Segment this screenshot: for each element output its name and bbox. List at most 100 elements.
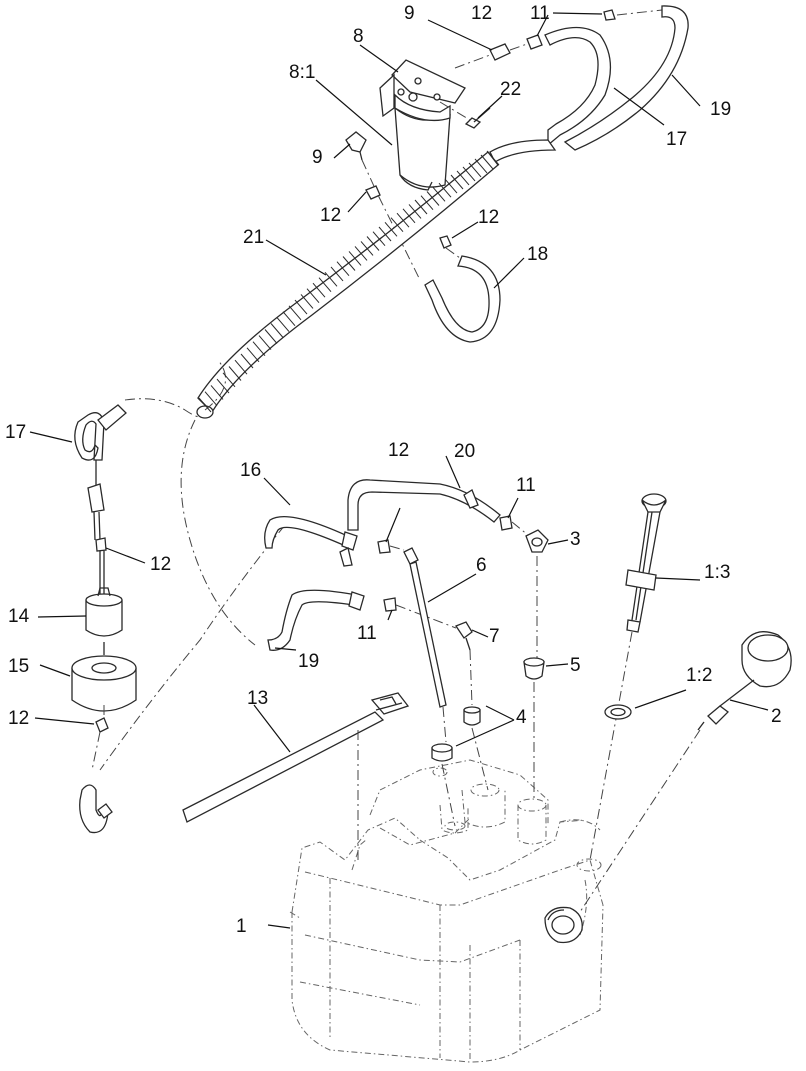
leader-lines	[29, 12, 769, 929]
fuel-cap-2	[579, 631, 792, 913]
conduit-rib	[366, 236, 380, 251]
conduit-ribs	[198, 150, 500, 413]
conduit-rib	[258, 335, 272, 350]
conduit-rib	[222, 372, 236, 388]
fuel-pump-assembly	[71, 460, 137, 834]
callout-13: 13	[247, 688, 268, 709]
callout-9-upper: 9	[404, 3, 415, 24]
grommet-1-2	[604, 704, 632, 720]
conduit-rib	[450, 174, 464, 190]
fuel-hose-18	[424, 235, 501, 343]
callout-1-2: 1:2	[686, 665, 712, 686]
conduit-21	[196, 151, 499, 419]
conduit-rib	[486, 150, 500, 166]
conduit-rib	[384, 221, 398, 237]
conduit-rib	[420, 195, 434, 211]
callout-12-filter: 12	[320, 205, 341, 226]
callout-22: 22	[500, 79, 521, 100]
fuel-hose-16-20	[264, 479, 501, 567]
callout-12-hose16: 12	[388, 440, 409, 461]
conduit-rib	[198, 397, 212, 413]
fuel-pickup-tube-6	[403, 547, 447, 743]
conduit-rib	[300, 294, 314, 309]
callout-15: 15	[8, 656, 29, 677]
conduit-rib	[378, 226, 392, 242]
callout-labels: 1 1:2 1:3 2 3 4 5 6 7 8 8:1 9 9 11 11 11…	[5, 3, 782, 937]
elbow-fitting-7	[455, 621, 473, 706]
callout-18: 18	[527, 244, 548, 265]
conduit-rib	[318, 277, 332, 293]
callout-12-bottom: 12	[8, 708, 29, 729]
conduit-rib	[432, 186, 446, 202]
conduit-rib	[240, 353, 254, 369]
callout-1-3: 1:3	[704, 562, 730, 583]
conduit-rib	[372, 231, 386, 247]
fitting-3	[525, 529, 549, 660]
conduit-rib	[264, 329, 278, 344]
conduit-rib	[282, 311, 296, 327]
conduit-rib	[438, 182, 452, 198]
conduit-rib	[246, 347, 260, 363]
tank-strap	[182, 692, 410, 860]
conduit-rib	[426, 191, 440, 206]
callout-1: 1	[236, 916, 247, 937]
conduit-rib	[294, 299, 308, 315]
callout-3: 3	[570, 529, 581, 550]
conduit-rib	[348, 251, 362, 266]
conduit-rib	[474, 158, 488, 174]
conduit-rib	[414, 199, 428, 215]
callout-12-pump: 12	[150, 554, 171, 575]
conduit-rib	[270, 323, 284, 338]
conduit-rib	[402, 208, 416, 224]
conduit-rib	[342, 256, 356, 271]
callout-2: 2	[771, 706, 782, 727]
callout-16: 16	[240, 460, 261, 481]
callout-17-left: 17	[5, 422, 26, 443]
conduit-rib	[228, 366, 242, 381]
fuel-filter-assembly	[379, 59, 466, 191]
callout-12-top: 12	[471, 3, 492, 24]
callout-8: 8	[353, 26, 364, 47]
fuel-gauge-1-3	[589, 493, 667, 861]
conduit-rib	[480, 154, 494, 170]
conduit-rib	[456, 170, 470, 186]
callout-11-hose19: 11	[357, 623, 377, 644]
callout-17-top: 17	[666, 129, 687, 150]
callout-7: 7	[489, 626, 500, 647]
conduit-rib	[360, 241, 374, 256]
conduit-rib	[444, 178, 458, 194]
bolt-22	[439, 101, 491, 129]
callout-21: 21	[243, 227, 264, 248]
callout-4: 4	[516, 707, 527, 728]
callout-11-hose20: 11	[516, 475, 536, 496]
callout-12-hose18: 12	[478, 207, 499, 228]
conduit-rib	[324, 271, 338, 287]
callout-11-top: 11	[530, 3, 550, 24]
conduit-rib	[330, 266, 344, 282]
conduit-rib	[276, 317, 290, 332]
conduit-rib	[306, 288, 320, 304]
conduit-rib	[216, 378, 230, 394]
fuel-hose-17-left	[74, 404, 127, 461]
callout-14: 14	[8, 606, 30, 627]
conduit-rib	[234, 359, 248, 375]
conduit-rib	[252, 341, 266, 357]
conduit-rib	[336, 261, 350, 277]
fuel-hose-17-19-top	[489, 5, 689, 163]
conduit-rib	[204, 391, 218, 407]
elbow-fitting-9-lower	[345, 131, 421, 281]
callout-19-lower: 19	[298, 651, 319, 672]
callout-8-1: 8:1	[289, 62, 315, 83]
callout-5: 5	[570, 655, 581, 676]
conduit-rib	[468, 162, 482, 178]
callout-19-top: 19	[710, 99, 731, 120]
fitting-9-upper	[454, 34, 543, 69]
fuel-hose-19-lower	[267, 589, 365, 651]
callout-9-lower: 9	[312, 147, 323, 168]
clamp-11-top	[603, 9, 663, 21]
clamp-12-filter	[365, 185, 381, 200]
callout-20: 20	[454, 441, 475, 462]
grommets-4-5	[431, 657, 545, 827]
